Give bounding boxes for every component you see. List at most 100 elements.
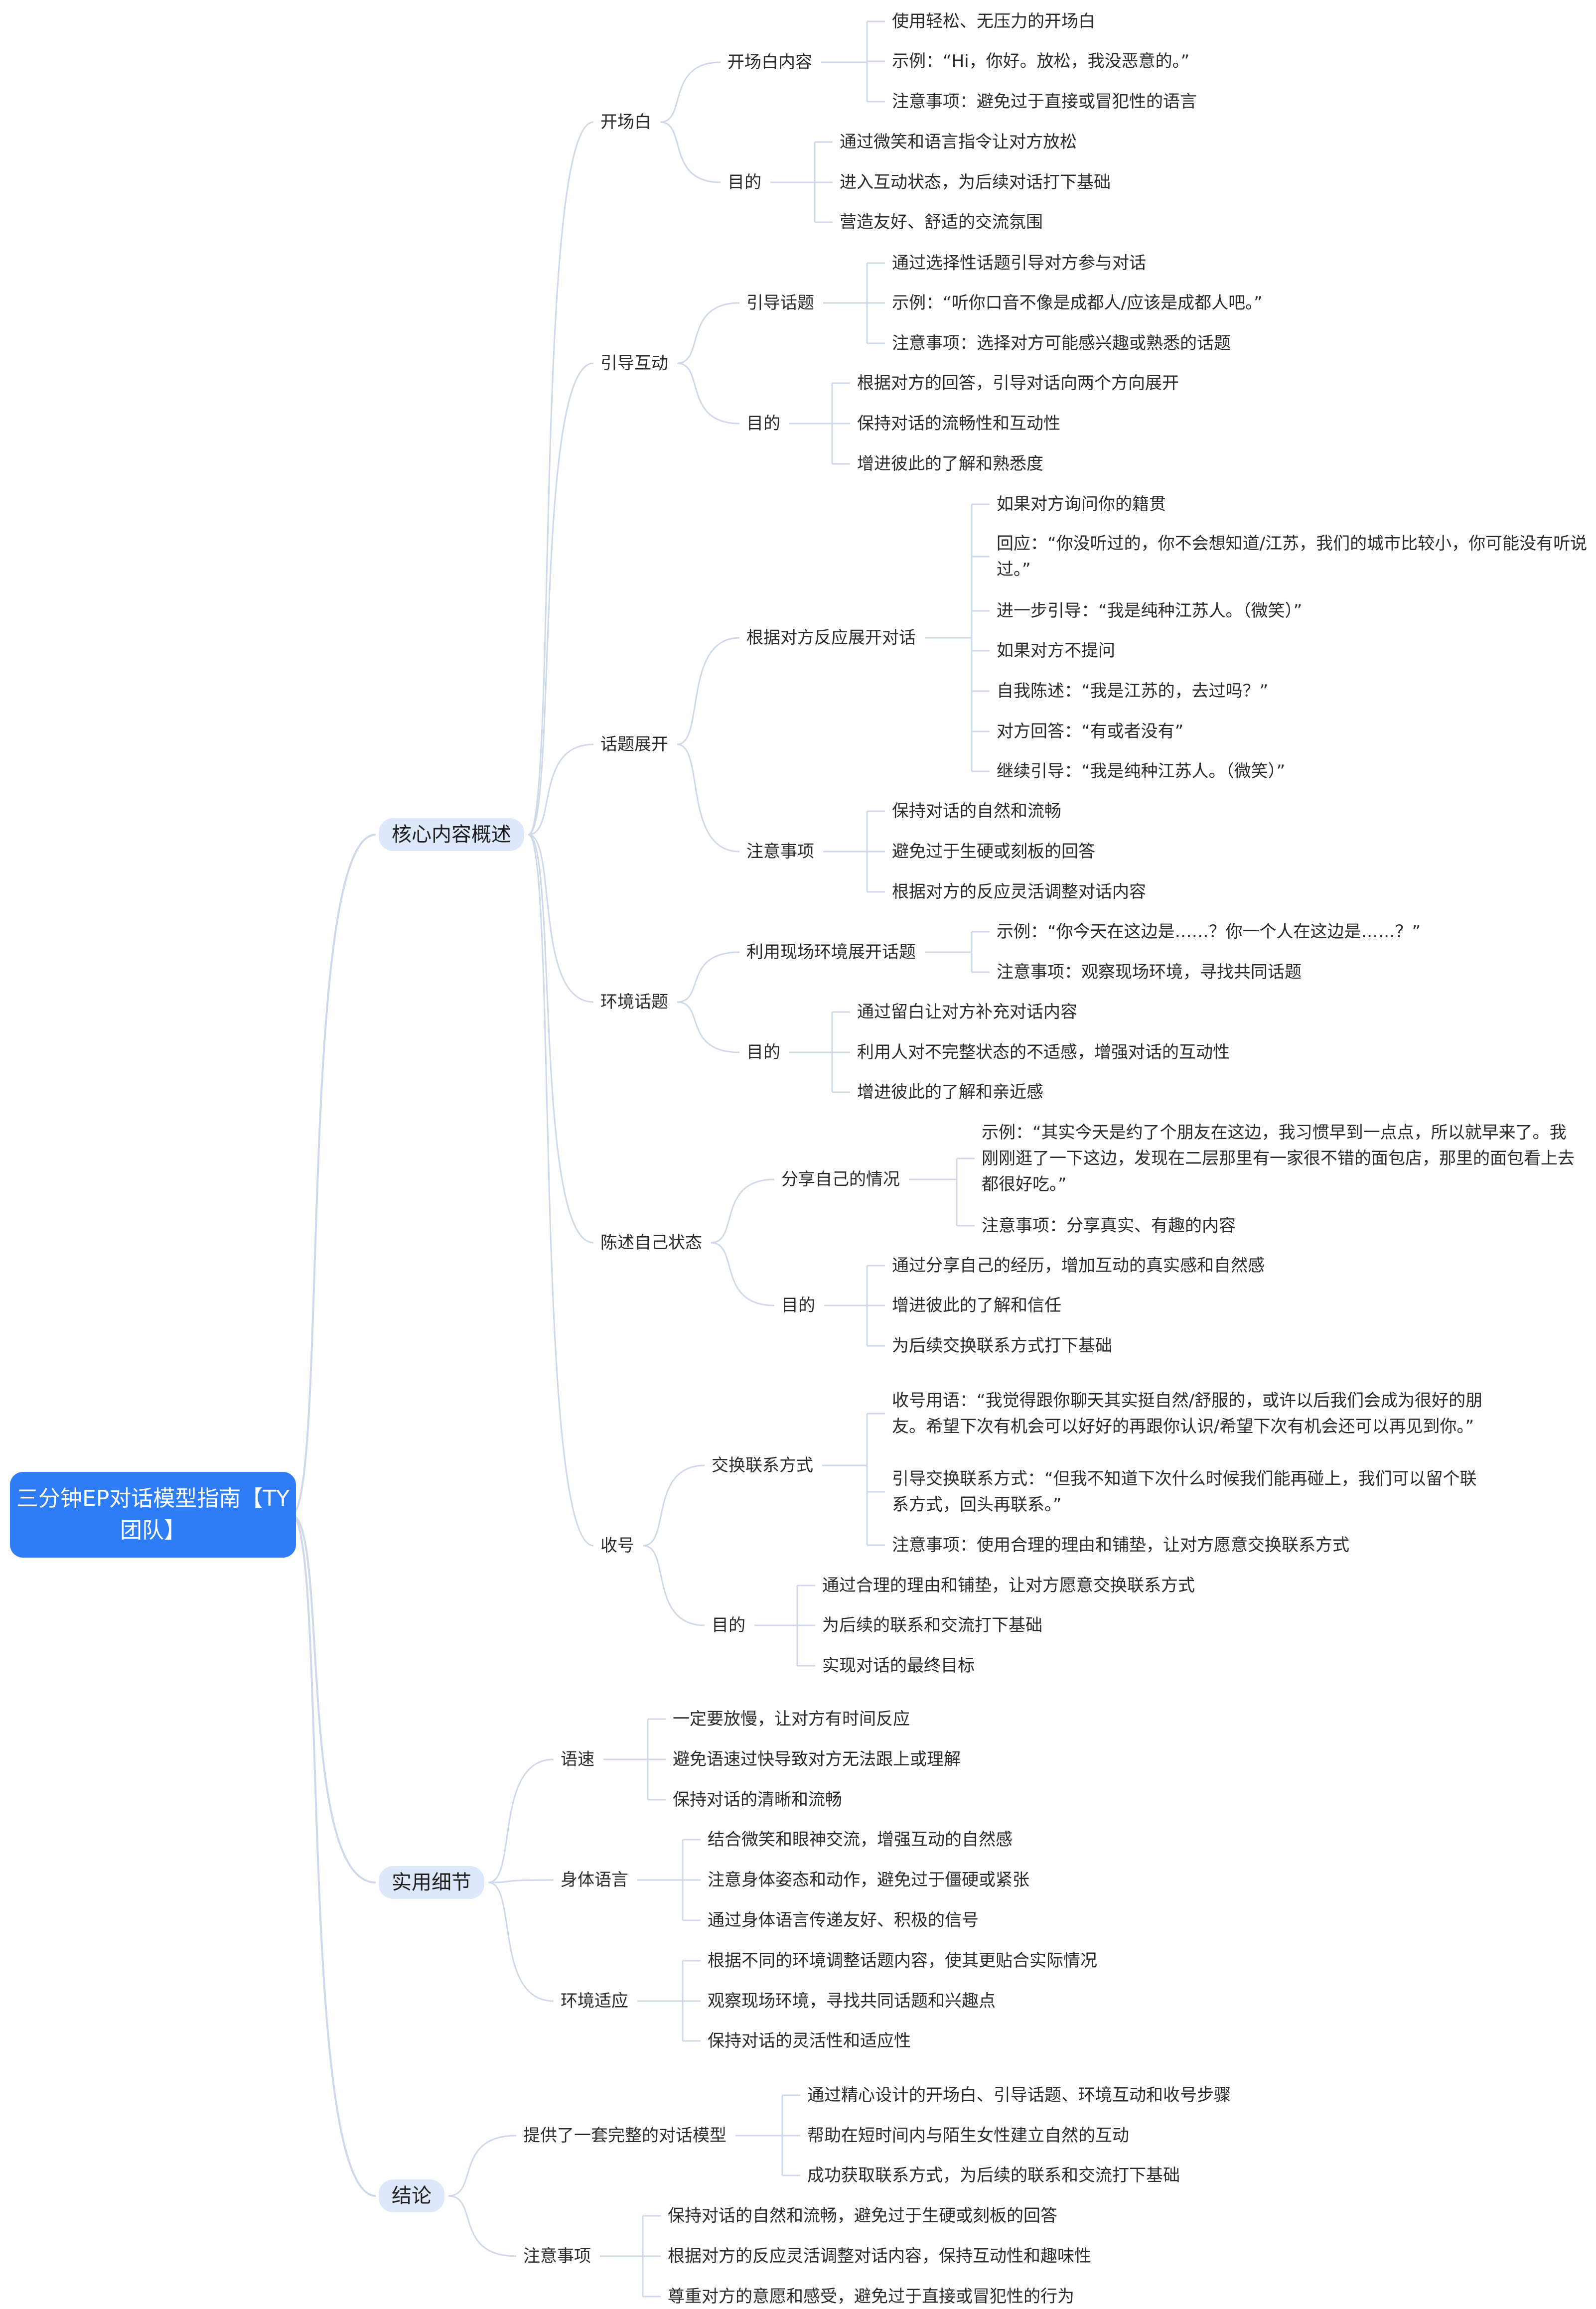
- subtopic[interactable]: 提供了一套完整的对话模型: [523, 2126, 726, 2146]
- subtopic[interactable]: 环境适应: [561, 1991, 628, 2011]
- subtopic[interactable]: 目的: [712, 1615, 745, 1635]
- leaf-topic[interactable]: 如果对方询问你的籍贯: [997, 494, 1166, 514]
- leaf-topic[interactable]: 示例：“你今天在这边是……？你一个人在这边是……？”: [997, 922, 1421, 942]
- leaf-topic[interactable]: 一定要放慢，让对方有时间反应: [673, 1709, 910, 1729]
- connector-line: [528, 121, 594, 836]
- leaf-topic[interactable]: 注意事项：观察现场环境，寻找共同话题: [997, 962, 1302, 982]
- leaf-topic[interactable]: 注意事项：使用合理的理由和铺垫，让对方愿意交换联系方式: [892, 1535, 1349, 1555]
- connector-line: [711, 1178, 775, 1244]
- subtopic[interactable]: 利用现场环境展开话题: [746, 942, 916, 962]
- leaf-topic[interactable]: 尊重对方的意愿和感受，避免过于直接或冒犯性的行为: [668, 2287, 1074, 2307]
- leaf-topic[interactable]: 避免语速过快导致对方无法跟上或理解: [673, 1749, 961, 1769]
- leaf-topic[interactable]: 进一步引导：“我是纯种江苏人。（微笑）”: [997, 601, 1303, 621]
- connector-line: [677, 302, 740, 364]
- branch-topic[interactable]: 核心内容概述: [379, 818, 524, 851]
- leaf-topic[interactable]: 示例：“Hi，你好。放松，我没恶意的。”: [892, 51, 1190, 71]
- leaf-topic[interactable]: 通过微笑和语言指令让对方放松: [840, 132, 1077, 152]
- leaf-topic[interactable]: 注意事项：避免过于直接或冒犯性的语言: [892, 92, 1197, 112]
- leaf-topic[interactable]: 根据对方的反应灵活调整对话内容，保持互动性和趣味性: [668, 2246, 1091, 2266]
- connector-line: [488, 1879, 554, 1883]
- leaf-topic[interactable]: 成功获取联系方式，为后续的联系和交流打下基础: [807, 2165, 1180, 2185]
- leaf-topic[interactable]: 通过身体语言传递友好、积极的信号: [708, 1910, 979, 1930]
- connector-line: [711, 1242, 775, 1306]
- leaf-topic[interactable]: 保持对话的流畅性和互动性: [857, 414, 1060, 433]
- connector-line: [528, 834, 594, 1003]
- leaf-topic[interactable]: 根据对方的反应灵活调整对话内容: [892, 882, 1146, 902]
- leaf-topic[interactable]: 引导交换联系方式：“但我不知道下次什么时候我们能再碰上，我们可以留个联系方式，回…: [892, 1469, 1477, 1515]
- root-topic[interactable]: 三分钟EP对话模型指南【TY团队】: [10, 1472, 296, 1558]
- leaf-topic[interactable]: 为后续的联系和交流打下基础: [822, 1615, 1042, 1635]
- leaf-topic[interactable]: 注意事项：分享真实、有趣的内容: [982, 1216, 1236, 1236]
- connector-line: [677, 362, 740, 425]
- subtopic[interactable]: 开场白: [600, 112, 651, 132]
- leaf-topic[interactable]: 进入互动状态，为后续对话打下基础: [840, 172, 1111, 192]
- connector-line: [677, 1001, 740, 1053]
- leaf-topic[interactable]: 结合微笑和眼神交流，增强互动的自然感: [708, 1830, 1013, 1850]
- leaf-topic[interactable]: 观察现场环境，寻找共同话题和兴趣点: [708, 1991, 996, 2011]
- connector-line: [660, 121, 721, 183]
- leaf-topic[interactable]: 增进彼此的了解和熟悉度: [857, 454, 1043, 474]
- leaf-topic[interactable]: 保持对话的灵活性和适应性: [708, 2031, 911, 2051]
- connector-line: [528, 743, 594, 836]
- leaf-topic[interactable]: 增进彼此的了解和信任: [892, 1296, 1061, 1315]
- leaf-topic[interactable]: 通过精心设计的开场白、引导话题、环境互动和收号步骤: [807, 2085, 1231, 2105]
- leaf-topic[interactable]: 示例：“其实今天是约了个朋友在这边，我习惯早到一点点，所以就早来了。我刚刚逛了一…: [982, 1123, 1575, 1194]
- leaf-topic[interactable]: 避免过于生硬或刻板的回答: [892, 842, 1095, 862]
- subtopic[interactable]: 目的: [727, 172, 761, 192]
- leaf-topic[interactable]: 通过留白让对方补充对话内容: [857, 1002, 1077, 1022]
- branch-topic[interactable]: 实用细节: [379, 1866, 484, 1899]
- subtopic[interactable]: 目的: [746, 1042, 780, 1062]
- leaf-topic[interactable]: 如果对方不提问: [997, 641, 1115, 661]
- leaf-topic[interactable]: 自我陈述：“我是江苏的，去过吗？”: [997, 681, 1269, 701]
- subtopic[interactable]: 开场白内容: [727, 52, 812, 72]
- connector-line: [643, 1464, 705, 1547]
- subtopic[interactable]: 引导话题: [746, 293, 814, 313]
- subtopic[interactable]: 陈述自己状态: [600, 1233, 702, 1253]
- leaf-topic[interactable]: 根据不同的环境调整话题内容，使其更贴合实际情况: [708, 1951, 1097, 1971]
- subtopic[interactable]: 引导互动: [600, 353, 668, 373]
- connector-line: [448, 2135, 517, 2197]
- leaf-topic[interactable]: 注意事项：选择对方可能感兴趣或熟悉的话题: [892, 333, 1231, 353]
- leaf-topic[interactable]: 继续引导：“我是纯种江苏人。（微笑）”: [997, 761, 1286, 781]
- subtopic[interactable]: 分享自己的情况: [781, 1169, 900, 1189]
- connector-line: [290, 834, 376, 1516]
- branch-topic[interactable]: 结论: [379, 2179, 444, 2212]
- subtopic[interactable]: 注意事项: [523, 2246, 591, 2266]
- leaf-topic[interactable]: 使用轻松、无压力的开场白: [892, 11, 1095, 31]
- subtopic[interactable]: 收号: [600, 1536, 634, 1556]
- leaf-topic[interactable]: 保持对话的自然和流畅: [892, 801, 1061, 821]
- subtopic[interactable]: 身体语言: [561, 1870, 628, 1890]
- leaf-topic[interactable]: 保持对话的清晰和流畅: [673, 1790, 842, 1810]
- connector-line: [660, 61, 721, 123]
- leaf-topic[interactable]: 通过分享自己的经历，增加互动的真实感和自然感: [892, 1256, 1265, 1276]
- subtopic[interactable]: 根据对方反应展开对话: [746, 628, 916, 648]
- leaf-topic[interactable]: 根据对方的回答，引导对话向两个方向展开: [857, 373, 1179, 393]
- subtopic[interactable]: 语速: [561, 1749, 594, 1769]
- leaf-topic[interactable]: 回应：“你没听过的，你不会想知道/江苏，我们的城市比较小，你可能没有听说过。”: [997, 534, 1588, 579]
- leaf-topic[interactable]: 实现对话的最终目标: [822, 1656, 975, 1676]
- leaf-topic[interactable]: 保持对话的自然和流畅，避免过于生硬或刻板的回答: [668, 2206, 1057, 2226]
- leaf-topic[interactable]: 注意身体姿态和动作，避免过于僵硬或紧张: [708, 1870, 1029, 1890]
- leaf-topic[interactable]: 为后续交换联系方式打下基础: [892, 1336, 1112, 1356]
- subtopic[interactable]: 目的: [781, 1296, 815, 1315]
- connector-line: [677, 637, 740, 745]
- subtopic[interactable]: 话题展开: [600, 734, 668, 754]
- leaf-topic[interactable]: 通过选择性话题引导对方参与对话: [892, 253, 1146, 273]
- subtopic[interactable]: 交换联系方式: [712, 1455, 813, 1475]
- leaf-topic[interactable]: 帮助在短时间内与陌生女性建立自然的互动: [807, 2126, 1129, 2146]
- leaf-topic[interactable]: 营造友好、舒适的交流氛围: [840, 212, 1043, 232]
- connector-line: [677, 743, 740, 853]
- leaf-topic[interactable]: 增进彼此的了解和亲近感: [857, 1082, 1043, 1102]
- leaf-topic[interactable]: 示例：“听你口音不像是成都人/应该是成都人吧。”: [892, 293, 1263, 313]
- connector-line: [643, 1545, 705, 1626]
- subtopic[interactable]: 目的: [746, 414, 780, 433]
- leaf-topic[interactable]: 利用人对不完整状态的不适感，增强对话的互动性: [857, 1042, 1230, 1062]
- leaf-topic[interactable]: 对方回答：“有或者没有”: [997, 722, 1184, 741]
- leaf-topic[interactable]: 收号用语：“我觉得跟你聊天其实挺自然/舒服的，或许以后我们会成为很好的朋友。希望…: [892, 1391, 1483, 1437]
- leaf-topic[interactable]: 通过合理的理由和铺垫，让对方愿意交换联系方式: [822, 1576, 1195, 1595]
- connector-line: [488, 1881, 554, 2002]
- subtopic[interactable]: 注意事项: [746, 842, 814, 862]
- subtopic[interactable]: 环境话题: [600, 992, 668, 1012]
